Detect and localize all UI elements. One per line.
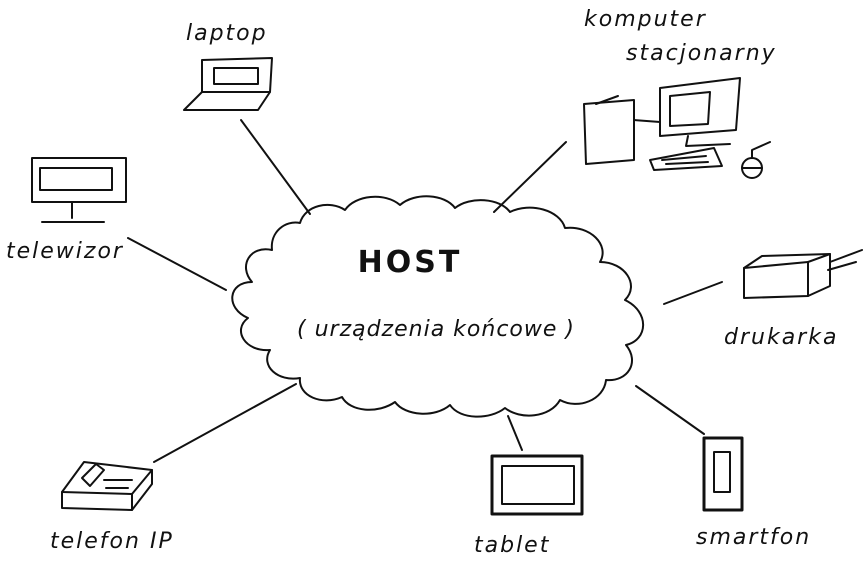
host-subtitle: ( urządzenia końcowe ) [297, 317, 575, 342]
link-ipphone [153, 383, 297, 463]
laptop-label: laptop [186, 21, 268, 46]
printer-label: drukarka [724, 325, 838, 350]
desktop-label-line1: komputer [584, 7, 707, 32]
ip-phone-icon [61, 461, 153, 511]
host-title: HOST [358, 245, 463, 280]
ipphone-label: telefon IP [50, 529, 174, 554]
link-laptop [240, 119, 311, 215]
smartphone-label: smartfon [696, 525, 811, 550]
desktop-computer-icon [583, 77, 771, 179]
connection-lines [127, 119, 723, 463]
tablet-label: tablet [474, 533, 550, 558]
link-tablet [507, 415, 523, 451]
laptop-icon [183, 57, 273, 111]
printer-icon [743, 249, 863, 299]
link-desktop [493, 141, 567, 213]
television-icon [31, 157, 127, 223]
link-smartphone [635, 385, 705, 435]
desktop-label-line2: stacjonarny [626, 41, 777, 66]
link-printer [663, 281, 723, 305]
host-cloud [231, 195, 644, 418]
tablet-icon [490, 454, 584, 516]
link-tv [127, 237, 227, 291]
tv-label: telewizor [6, 239, 124, 264]
smartphone-icon [702, 436, 744, 512]
